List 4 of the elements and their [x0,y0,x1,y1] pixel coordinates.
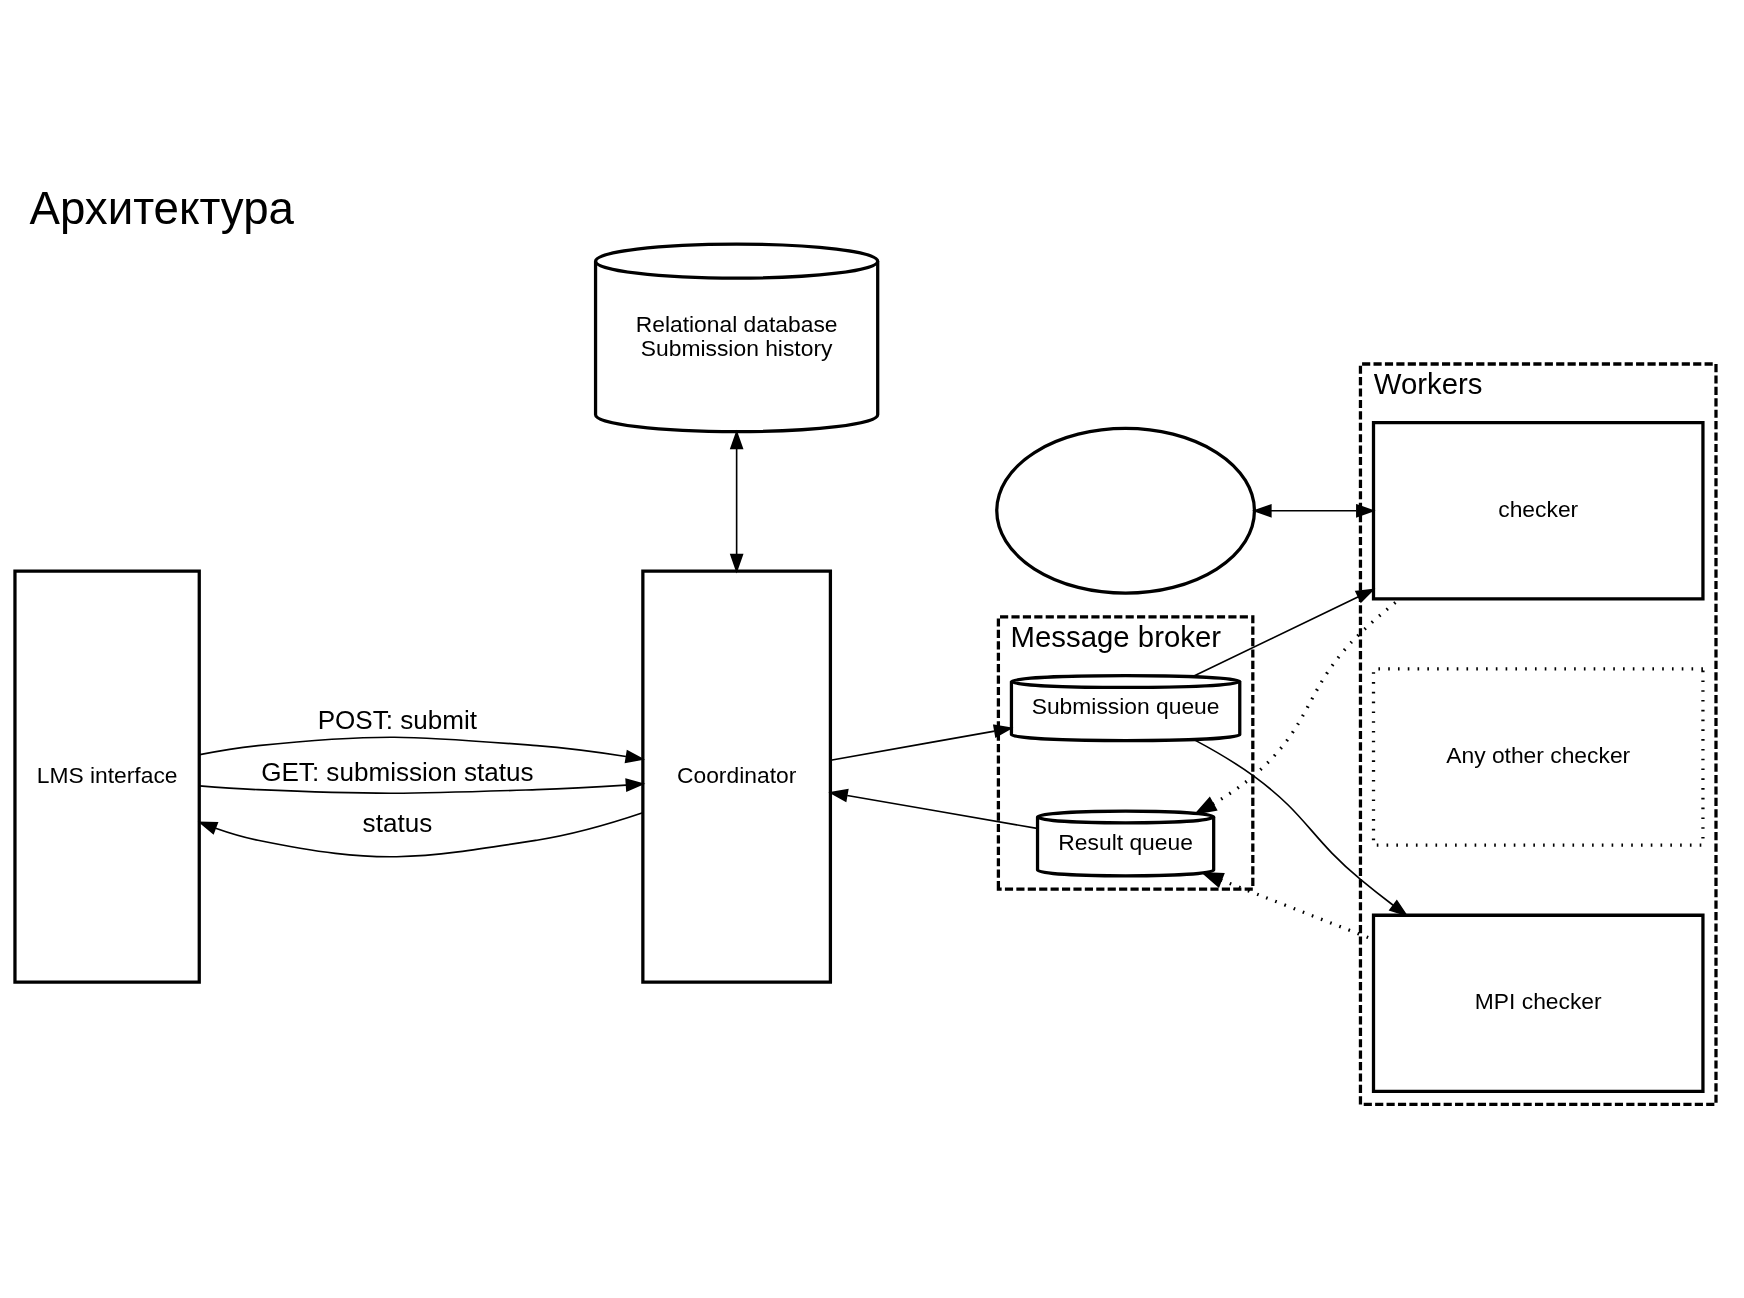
diagram-title: Архитектура [29,182,294,234]
edge-label: GET: submission status [261,757,534,788]
edge-label: status [362,807,433,838]
edge-label: POST: submit [317,705,478,735]
